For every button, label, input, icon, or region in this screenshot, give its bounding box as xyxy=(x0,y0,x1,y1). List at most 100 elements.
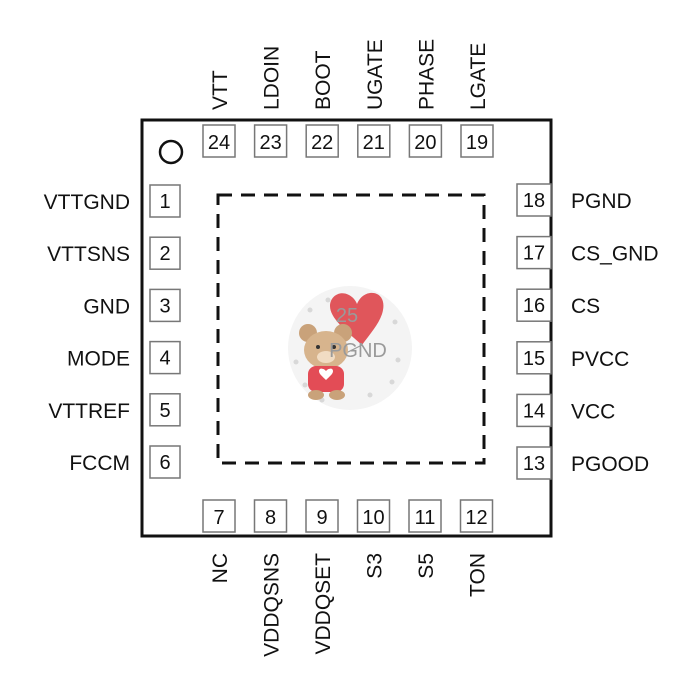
pin-24: 24 VTT xyxy=(202,70,236,158)
pin-17-number: 17 xyxy=(523,243,545,265)
pin-17: 17 CS_GND xyxy=(516,235,659,270)
pin-15-label: PVCC xyxy=(571,348,629,371)
pin-2: 2 VTTSNS xyxy=(47,236,181,270)
pin-18-label: PGND xyxy=(571,190,632,213)
pin-14: 14 VCC xyxy=(516,393,615,428)
pin-21-number: 21 xyxy=(363,132,385,154)
pin-17-label: CS_GND xyxy=(571,243,659,266)
pin-6-number: 6 xyxy=(159,452,170,474)
pin-22: 22 BOOT xyxy=(305,50,339,158)
pin-23-number: 23 xyxy=(259,132,281,154)
pin-20-label: PHASE xyxy=(415,39,438,110)
pin-8-number: 8 xyxy=(265,507,276,529)
pin-7-label: NC xyxy=(209,553,232,583)
pin-16-number: 16 xyxy=(523,295,545,317)
pin-1-pad xyxy=(149,184,181,218)
pin-13-pad xyxy=(516,446,552,480)
pin-21-label: UGATE xyxy=(364,39,387,110)
pin-16: 16 CS xyxy=(516,288,600,322)
pin-1: 1 VTTGND xyxy=(44,184,181,218)
pin-2-label: VTTSNS xyxy=(47,243,130,266)
pin-20-pad xyxy=(408,124,443,158)
pin-5-pad xyxy=(149,393,181,427)
pin-21-pad xyxy=(357,124,391,158)
pin-14-number: 14 xyxy=(523,400,545,422)
pin-5-number: 5 xyxy=(159,400,170,422)
pin-8-label: VDDQSNS xyxy=(261,553,284,657)
pin-20: 20 PHASE xyxy=(408,39,443,158)
pin-7-number: 7 xyxy=(213,507,224,529)
pin-13-number: 13 xyxy=(523,453,545,475)
pin-23-label: LDOIN xyxy=(261,46,284,110)
pin-7-pad xyxy=(202,499,236,533)
pin-3-label: GND xyxy=(83,295,130,318)
center-pad-number: 25 xyxy=(336,305,358,327)
pin-24-number: 24 xyxy=(208,132,230,154)
pin-19: 19 LGATE xyxy=(460,43,494,158)
pin-19-number: 19 xyxy=(466,132,488,154)
pin-22-label: BOOT xyxy=(312,50,335,110)
pin-10-number: 10 xyxy=(362,507,384,529)
exposed-pad-outline xyxy=(216,193,486,465)
pin-10-label: S3 xyxy=(364,553,387,579)
pin-16-label: CS xyxy=(571,295,600,318)
pin-4-number: 4 xyxy=(159,348,170,370)
pin-21: 21 UGATE xyxy=(357,39,391,158)
pin-1-number: 1 xyxy=(159,191,170,213)
pin-group: 1VTTGND2VTTSNS3GND4MODE5VTTREF6FCCM7NC8V… xyxy=(44,39,659,657)
pin-22-number: 22 xyxy=(311,132,333,154)
pin-18: 18 PGND xyxy=(516,183,632,217)
pin-10-pad xyxy=(356,499,391,533)
pin-17-pad xyxy=(516,235,552,270)
pin-19-pad xyxy=(460,124,494,158)
pin-24-pad xyxy=(202,124,236,158)
pin-20-number: 20 xyxy=(414,132,436,154)
pin-6-pad xyxy=(149,445,181,479)
pin-22-pad xyxy=(305,124,339,158)
pin-9-number: 9 xyxy=(316,507,327,529)
pin-11-number: 11 xyxy=(415,507,436,529)
pin-9-label: VDDQSET xyxy=(312,553,335,655)
pin-23-pad xyxy=(253,124,288,158)
pin-16-pad xyxy=(516,288,552,322)
pin-13-label: PGOOD xyxy=(571,453,649,476)
pin-4-pad xyxy=(149,340,181,375)
pin-3-pad xyxy=(149,288,181,323)
pin-11-pad xyxy=(408,499,442,533)
pin-13: 13 PGOOD xyxy=(516,446,649,480)
pin-18-pad xyxy=(516,183,552,217)
pin-15-pad xyxy=(516,341,552,375)
pin-12-number: 12 xyxy=(465,507,487,529)
pin-14-pad xyxy=(516,393,552,428)
pin-15-number: 15 xyxy=(523,348,545,370)
pin-12-pad xyxy=(459,499,494,533)
pin-5-label: VTTREF xyxy=(48,400,130,423)
pin-2-pad xyxy=(149,236,181,270)
pin-19-label: LGATE xyxy=(467,43,490,110)
center-pad-name: PGND xyxy=(329,340,387,362)
pin-5: 5 VTTREF xyxy=(48,393,181,427)
pin-4: 4 MODE xyxy=(67,340,181,375)
pin-9-pad xyxy=(305,499,339,533)
pin1-marker xyxy=(158,139,184,165)
pin-4-label: MODE xyxy=(67,348,130,371)
pin-24-label: VTT xyxy=(209,70,232,110)
pin-1-label: VTTGND xyxy=(44,191,130,214)
teddy-bear-sticker-icon xyxy=(288,286,412,410)
pin-14-label: VCC xyxy=(571,400,615,423)
pin-23: 23 LDOIN xyxy=(253,46,288,158)
pin-18-number: 18 xyxy=(523,190,545,212)
pin-11-label: S5 xyxy=(415,553,438,579)
pin-2-number: 2 xyxy=(159,243,170,265)
pin-12-label: TON xyxy=(467,553,490,597)
pin-8-pad xyxy=(253,499,288,533)
pin-7: 7NC xyxy=(202,499,236,583)
